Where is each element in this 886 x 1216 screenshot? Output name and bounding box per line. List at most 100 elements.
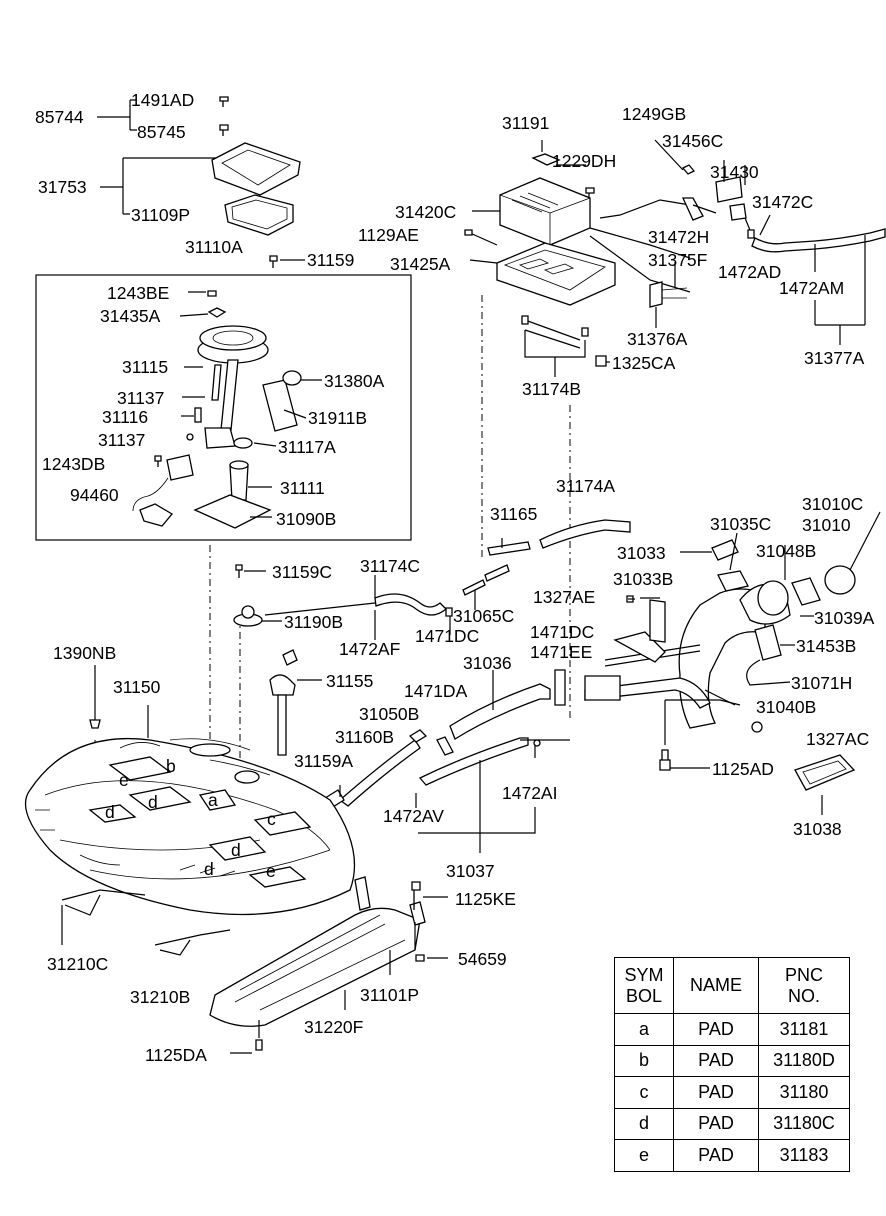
callout-31425A: 31425A bbox=[390, 254, 451, 274]
pump-assembly-box bbox=[35, 274, 412, 541]
cell-symbol: d bbox=[614, 1107, 674, 1140]
cell-pnc: 31180 bbox=[758, 1076, 850, 1109]
callout-31150: 31150 bbox=[113, 677, 161, 697]
callout-1471EE: 1471EE bbox=[530, 642, 592, 662]
pad-letter-d-left: d bbox=[105, 802, 115, 822]
callout-31472H: 31472H bbox=[648, 227, 709, 247]
callout-85744: 85744 bbox=[35, 107, 84, 127]
callout-31456C: 31456C bbox=[662, 131, 723, 151]
pad-letter-d-upper: d bbox=[148, 792, 158, 812]
pad-letter-a: a bbox=[208, 790, 218, 810]
cell-symbol: a bbox=[614, 1013, 674, 1046]
callout-1472AD: 1472AD bbox=[718, 262, 781, 282]
callout-1471DA: 1471DA bbox=[404, 681, 468, 701]
callout-31191: 31191 bbox=[502, 113, 549, 133]
callout-31174C: 31174C bbox=[360, 556, 420, 576]
callout-31165: 31165 bbox=[490, 504, 537, 524]
callout-31039A: 31039A bbox=[814, 608, 875, 628]
callout-31040B: 31040B bbox=[756, 697, 816, 717]
header-symbol: SYM BOL bbox=[614, 957, 674, 1014]
cell-pnc: 31183 bbox=[758, 1139, 850, 1172]
callout-31036: 31036 bbox=[463, 653, 512, 673]
callout-31038: 31038 bbox=[793, 819, 842, 839]
callout-1125DA: 1125DA bbox=[145, 1045, 207, 1065]
callout-1243BE: 1243BE bbox=[107, 283, 169, 303]
callout-31210B: 31210B bbox=[130, 987, 190, 1007]
callout-31435A: 31435A bbox=[100, 306, 161, 326]
callout-31010C: 31010C bbox=[802, 494, 863, 514]
callout-54659: 54659 bbox=[458, 949, 507, 969]
cell-name: PAD bbox=[673, 1107, 759, 1140]
callout-31380A: 31380A bbox=[324, 371, 385, 391]
callout-31174A: 31174A bbox=[556, 476, 615, 496]
callout-31065C: 31065C bbox=[453, 606, 514, 626]
callout-31048B: 31048B bbox=[756, 541, 816, 561]
callout-31210C: 31210C bbox=[47, 954, 108, 974]
callout-1471DC: 1471DC bbox=[415, 626, 479, 646]
callout-31174B: 31174B bbox=[522, 379, 581, 399]
callout-1491AD: 1491AD bbox=[131, 90, 194, 110]
callout-31220F: 31220F bbox=[304, 1017, 363, 1037]
callout-94460: 94460 bbox=[70, 485, 119, 505]
callout-1327AC: 1327AC bbox=[806, 729, 869, 749]
callout-31159C: 31159C bbox=[272, 562, 332, 582]
callout-31155: 31155 bbox=[326, 671, 373, 691]
cell-symbol: b bbox=[614, 1044, 674, 1077]
callout-31116: 31116 bbox=[102, 407, 148, 427]
callout-31033B: 31033B bbox=[613, 569, 673, 589]
cell-name: PAD bbox=[673, 1076, 759, 1109]
cell-pnc: 31180C bbox=[758, 1107, 850, 1140]
callout-1327AE: 1327AE bbox=[533, 587, 595, 607]
callout-31110A: 31110A bbox=[185, 237, 243, 257]
callout-31071H: 31071H bbox=[791, 673, 852, 693]
pad-letter-d-lower: d bbox=[204, 859, 214, 879]
cell-name: PAD bbox=[673, 1044, 759, 1077]
callout-31101P: 31101P bbox=[360, 985, 419, 1005]
callout-1472AV: 1472AV bbox=[383, 806, 444, 826]
callout-1472AI: 1472AI bbox=[502, 783, 557, 803]
callout-31420C: 31420C bbox=[395, 202, 456, 222]
cell-pnc: 31181 bbox=[758, 1013, 850, 1046]
callout-1325CA: 1325CA bbox=[612, 353, 676, 373]
callout-85745: 85745 bbox=[137, 122, 186, 142]
callout-1129AE: 1129AE bbox=[358, 225, 419, 245]
fuel-tank bbox=[24, 737, 356, 916]
pad-letter-b: b bbox=[166, 756, 176, 776]
pad-letters: b e d a d c d d e bbox=[105, 756, 276, 881]
callout-31050B: 31050B bbox=[359, 704, 419, 724]
callout-31430: 31430 bbox=[710, 162, 759, 182]
table-row: a PAD 31181 bbox=[614, 1013, 850, 1046]
callout-31377A: 31377A bbox=[804, 348, 865, 368]
callout-1390NB: 1390NB bbox=[53, 643, 116, 663]
pad-letter-d-mid: d bbox=[231, 840, 241, 860]
callout-1125AD: 1125AD bbox=[712, 759, 774, 779]
cell-symbol: c bbox=[614, 1076, 674, 1109]
callout-31159: 31159 bbox=[307, 250, 354, 270]
callout-31160B: 31160B bbox=[335, 727, 394, 747]
cell-name: PAD bbox=[673, 1139, 759, 1172]
callout-31033: 31033 bbox=[617, 543, 666, 563]
table-row: e PAD 31183 bbox=[614, 1139, 850, 1172]
callout-31035C: 31035C bbox=[710, 514, 771, 534]
table-row: d PAD 31180C bbox=[614, 1107, 850, 1140]
callout-1125KE: 1125KE bbox=[455, 889, 516, 909]
callout-1249GB: 1249GB bbox=[622, 104, 686, 124]
callout-31753: 31753 bbox=[38, 177, 87, 197]
callout-1243DB: 1243DB bbox=[42, 454, 105, 474]
pad-letter-e-lower: e bbox=[266, 861, 276, 881]
table-row: c PAD 31180 bbox=[614, 1076, 850, 1109]
callout-31111: 31111 bbox=[280, 478, 325, 498]
callout-31037: 31037 bbox=[446, 861, 495, 881]
pad-letter-e-upper: e bbox=[119, 770, 129, 790]
callout-31137-lower: 31137 bbox=[98, 430, 145, 450]
table-header-row: SYM BOL NAME PNC NO. bbox=[614, 957, 850, 1014]
callout-31911B: 31911B bbox=[308, 408, 367, 428]
callout-1472AF: 1472AF bbox=[339, 639, 400, 659]
callout-31159A: 31159A bbox=[294, 751, 353, 771]
callout-31117A: 31117A bbox=[278, 437, 336, 457]
callout-31137-upper: 31137 bbox=[117, 388, 164, 408]
callout-1472AM: 1472AM bbox=[779, 278, 844, 298]
cell-name: PAD bbox=[673, 1013, 759, 1046]
callout-31115: 31115 bbox=[122, 357, 168, 377]
